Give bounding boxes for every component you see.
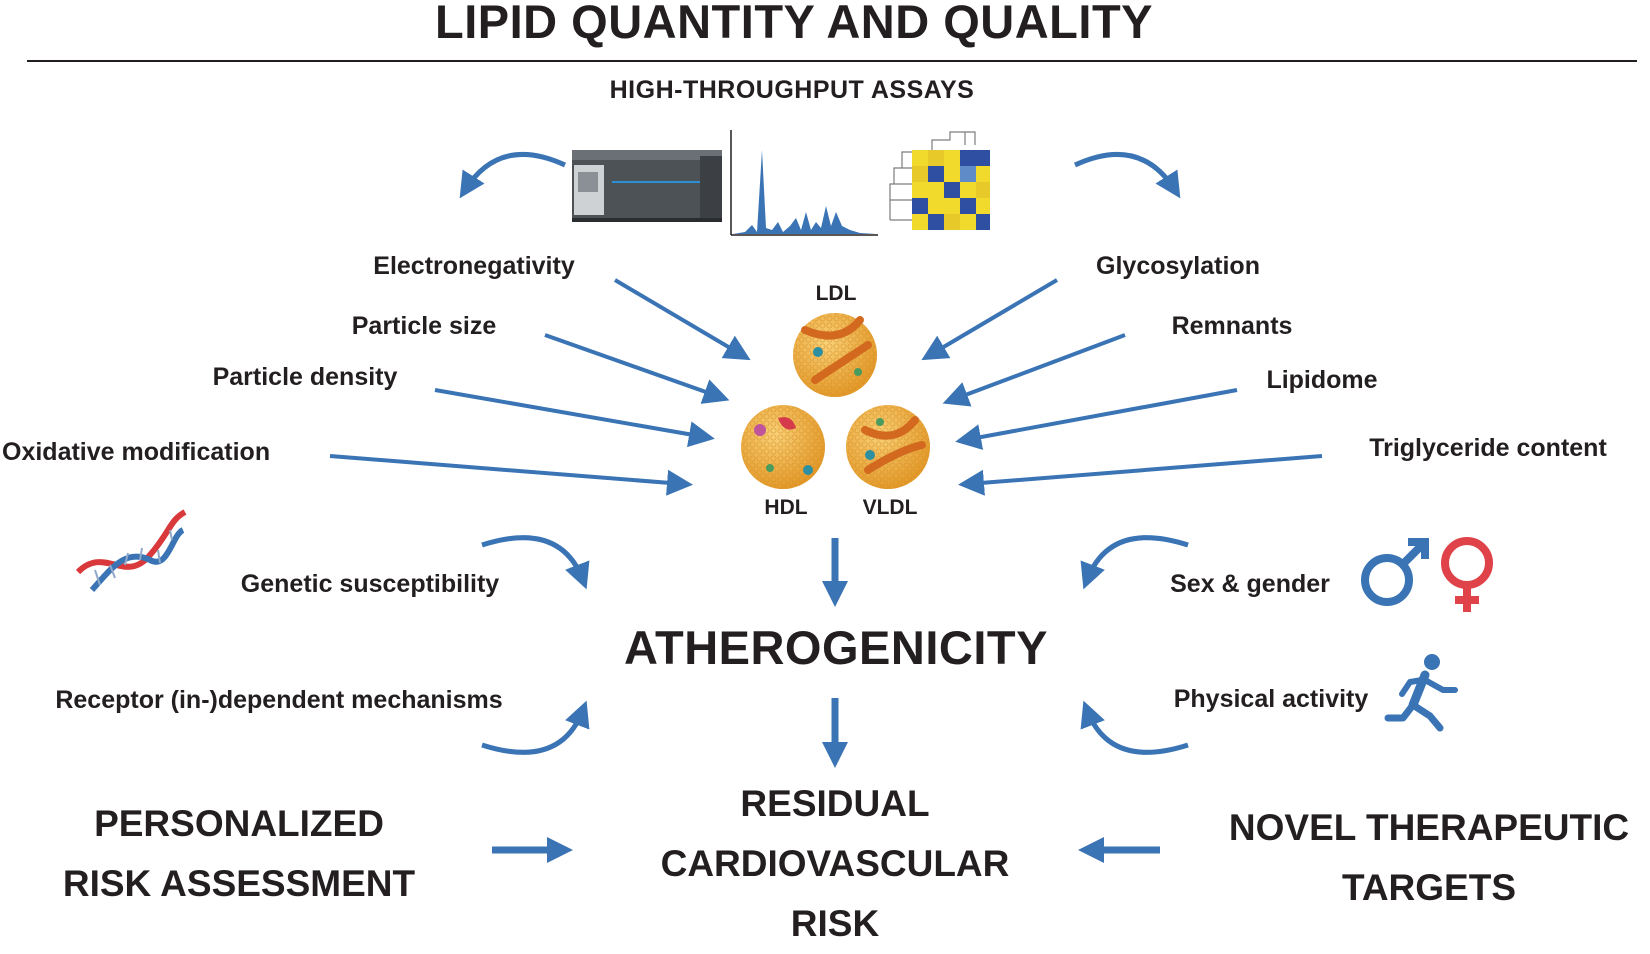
- curved-arrow-left-top: [459, 151, 567, 199]
- factor-remnants: Remnants: [1171, 312, 1293, 340]
- arrow-lipidome: [955, 388, 1238, 450]
- factor-electronegativity: Electronegativity: [373, 252, 575, 280]
- ldl-label: LDL: [815, 282, 857, 305]
- factor-particle-size: Particle size: [351, 312, 497, 340]
- factor-glycosylation: Glycosylation: [1096, 252, 1260, 280]
- factor-oxidative-modification: Oxidative modification: [2, 438, 271, 466]
- personalized-line-2: RISK ASSESSMENT: [62, 863, 416, 904]
- curved-arrow-receptor: [481, 700, 590, 755]
- residual-risk-line-3: RISK: [790, 903, 880, 944]
- chromatogram-icon: [730, 130, 878, 236]
- residual-risk-line-2: CARDIOVASCULAR: [660, 843, 1010, 884]
- personalized-risk-block: PERSONALIZED RISK ASSESSMENT: [63, 794, 415, 914]
- curved-arrow-right-top: [1073, 151, 1181, 199]
- modifier-physical-activity: Physical activity: [1173, 685, 1369, 713]
- runner-icon: [1384, 654, 1458, 732]
- diagram-title: LIPID QUANTITY AND QUALITY: [435, 0, 1153, 48]
- novel-line-2: TARGETS: [1341, 867, 1517, 908]
- title-divider: [27, 60, 1637, 62]
- modifier-sex-gender: Sex & gender: [1170, 570, 1330, 598]
- hdl-particle-icon: [741, 405, 825, 489]
- arrow-oxidative-modification: [329, 454, 693, 496]
- arrow-particle-density: [434, 388, 715, 448]
- vldl-particle-icon: [846, 405, 930, 489]
- residual-risk-block: RESIDUAL CARDIOVASCULAR RISK: [661, 774, 1010, 954]
- curved-arrow-genetic: [481, 535, 590, 590]
- factor-lipidome: Lipidome: [1266, 366, 1378, 394]
- arrow-electronegativity: [613, 278, 751, 361]
- modifier-genetic-susceptibility: Genetic susceptibility: [240, 570, 500, 598]
- heatmap-icon: [889, 131, 990, 230]
- dna-helix-icon: [75, 509, 187, 593]
- female-symbol-icon: [1441, 537, 1493, 612]
- factor-triglyceride-content: Triglyceride content: [1369, 434, 1607, 462]
- factor-particle-density: Particle density: [212, 363, 398, 391]
- atherogenicity-label: ATHEROGENICITY: [624, 621, 1048, 674]
- hdl-label: HDL: [764, 496, 808, 519]
- curved-arrow-sex: [1080, 535, 1189, 590]
- novel-line-1: NOVEL THERAPEUTIC: [1228, 807, 1630, 848]
- modifier-receptor-mechanisms: Receptor (in-)dependent mechanisms: [55, 686, 503, 714]
- arrow-glycosylation: [921, 278, 1059, 361]
- arrow-triglyceride-content: [958, 454, 1323, 496]
- curved-arrow-physical: [1080, 700, 1189, 755]
- assays-label: HIGH-THROUGHPUT ASSAYS: [609, 76, 975, 104]
- personalized-line-1: PERSONALIZED: [94, 803, 384, 844]
- mass-spectrometer-icon: [572, 150, 722, 222]
- novel-targets-block: NOVEL THERAPEUTIC TARGETS: [1229, 798, 1629, 918]
- male-symbol-icon: [1361, 538, 1429, 606]
- arrow-remnants: [942, 333, 1126, 407]
- vldl-label: VLDL: [862, 496, 918, 519]
- residual-risk-line-1: RESIDUAL: [740, 783, 930, 824]
- ldl-particle-icon: [793, 313, 877, 397]
- arrow-particle-size: [544, 333, 730, 404]
